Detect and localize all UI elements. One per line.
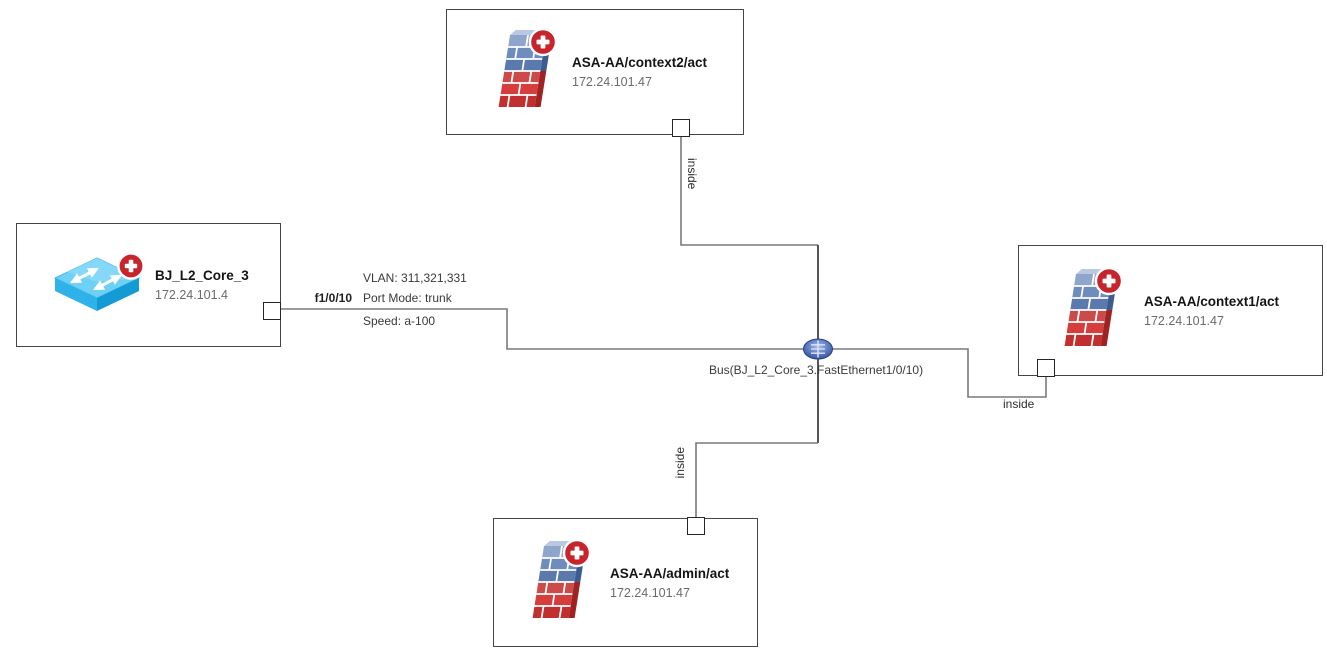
add-badge-icon [528,27,558,57]
switch-icon [51,252,147,318]
firewall-icon [493,27,559,117]
node-ip: 172.24.101.4 [155,288,228,302]
port-context1-inside[interactable] [1037,359,1055,377]
port-core3-f1-0-10[interactable] [263,302,281,320]
node-title: ASA-AA/admin/act [610,565,730,581]
link-label-speed: Speed: a-100 [363,314,436,328]
node-asa-context2[interactable]: ASA-AA/context2/act 172.24.101.47 [446,9,744,135]
add-badge-icon [1094,266,1124,295]
node-title: ASA-AA/context1/act [1144,293,1280,309]
add-badge-icon [117,252,145,280]
firewall-icon [527,538,593,628]
link-label-inside-right: inside [1003,397,1035,411]
port-context2-inside[interactable] [672,119,690,137]
bus-label: Bus(BJ_L2_Core_3.FastEthernet1/0/10) [708,363,924,377]
node-asa-admin[interactable]: ASA-AA/admin/act 172.24.101.47 [493,518,758,647]
link-bus-to-admin[interactable] [695,442,818,520]
link-label-inside-top: inside [685,158,699,190]
add-badge-icon [562,538,592,567]
node-ip: 172.24.101.47 [1144,313,1224,328]
node-ip: 172.24.101.47 [610,585,690,600]
port-admin-inside[interactable] [687,517,705,535]
node-ip: 172.24.101.47 [572,75,652,89]
node-asa-context1[interactable]: ASA-AA/context1/act 172.24.101.47 [1018,245,1323,376]
link-core3-to-bus[interactable] [281,308,818,350]
link-context2-to-bus[interactable] [680,136,818,246]
firewall-icon [1059,266,1125,356]
node-bj-l2-core-3[interactable]: BJ_L2_Core_3 172.24.101.4 [16,223,281,347]
link-label-vlan: VLAN: 311,321,331 [363,271,467,285]
bus-node-icon[interactable] [803,338,833,360]
node-title: ASA-AA/context2/act [572,55,708,70]
node-title: BJ_L2_Core_3 [155,268,249,283]
link-bus-to-context1[interactable] [818,348,1047,398]
link-label-switch-port: f1/0/10 [314,291,352,305]
link-label-port-mode: Port Mode: trunk [363,291,452,305]
link-label-inside-bottom: inside [673,447,687,479]
